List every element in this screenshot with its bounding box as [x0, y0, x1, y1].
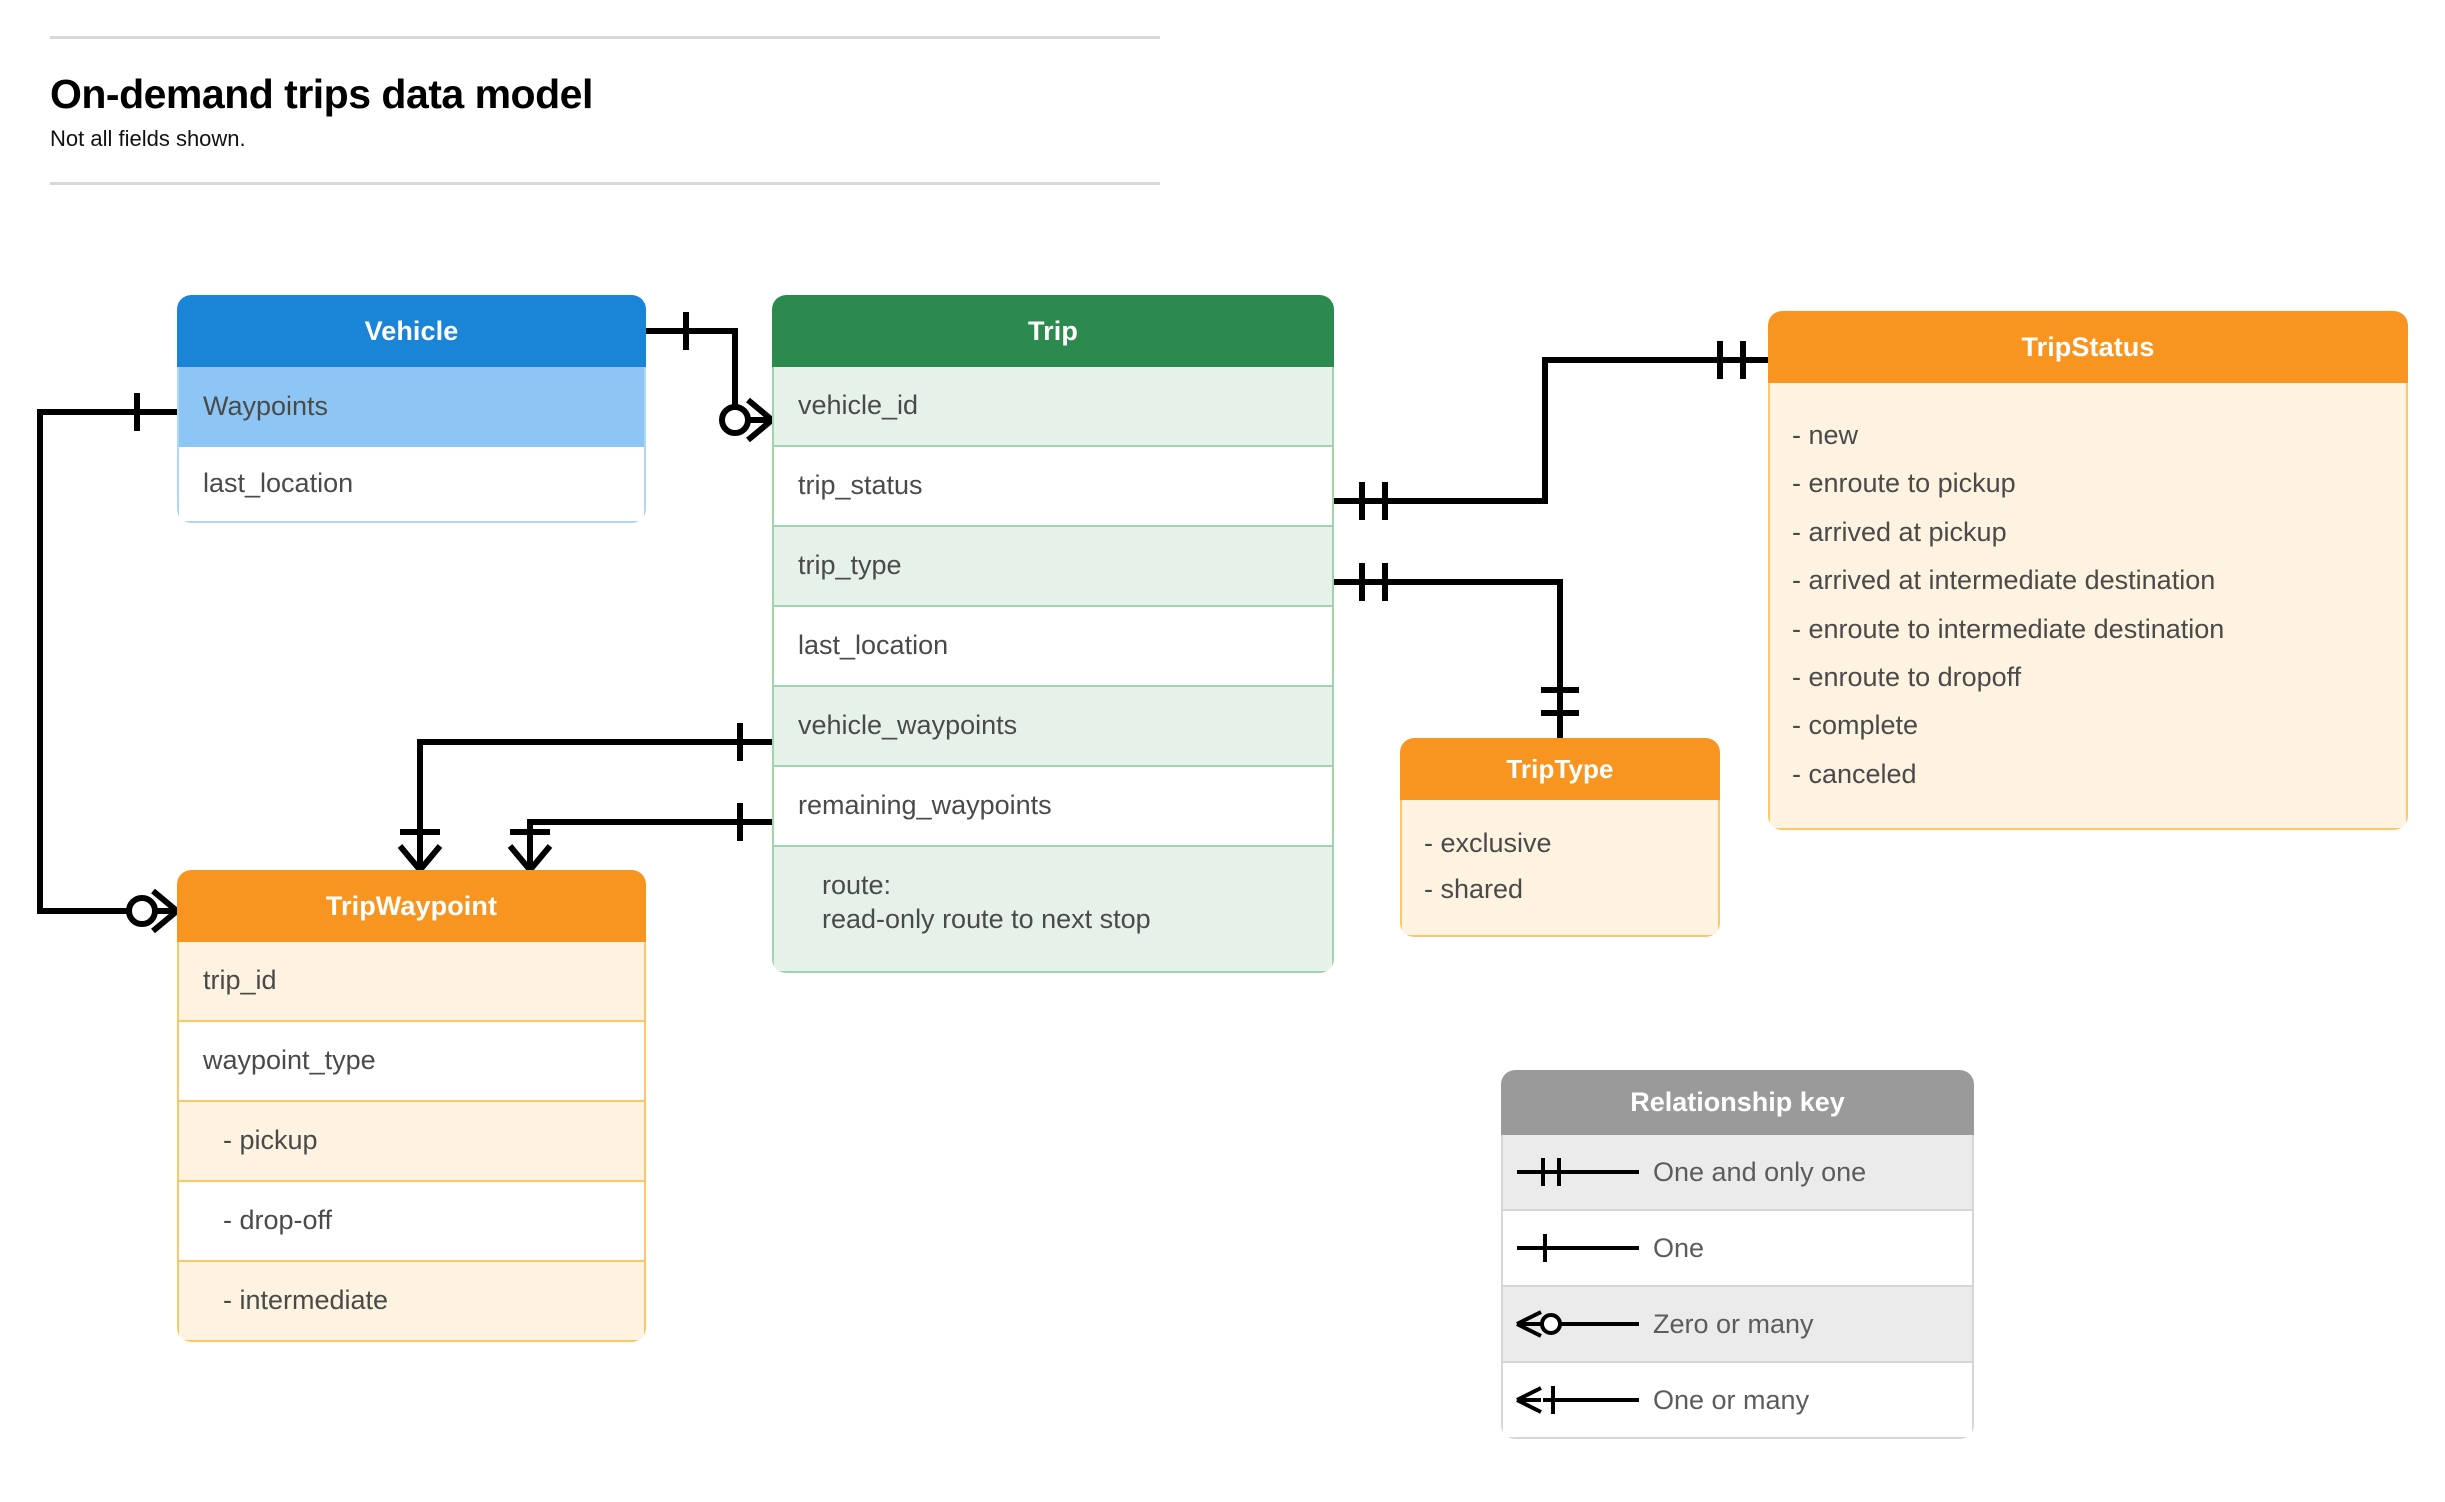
one-icon	[1503, 1228, 1653, 1268]
entity-triptype[interactable]: TripType - exclusive - shared	[1400, 738, 1720, 937]
field-trip-remaining-waypoints[interactable]: remaining_waypoints	[772, 767, 1334, 847]
tripstatus-value-arrived-at-pickup: - arrived at pickup	[1792, 516, 2007, 547]
connector-vehicle-waypoints-to-tripwaypoint	[37, 393, 179, 934]
page-title: On-demand trips data model	[50, 71, 593, 117]
field-tripwaypoint-trip-id[interactable]: trip_id	[177, 942, 646, 1022]
triptype-value-shared: - shared	[1424, 874, 1524, 905]
one-and-only-one-icon	[1503, 1152, 1653, 1192]
tripstatus-value-enroute-to-pickup: - enroute to pickup	[1792, 468, 2016, 499]
tripstatus-value-arrived-at-intermediate-destination: - arrived at intermediate destination	[1792, 565, 2216, 596]
entity-vehicle[interactable]: Vehicle Waypoints last_location	[177, 295, 646, 523]
legend-row-one-and-only-one: One and only one	[1501, 1135, 1974, 1211]
entity-trip-title: Trip	[772, 295, 1334, 367]
field-trip-last-location[interactable]: last_location	[772, 607, 1334, 687]
connector-vehicle-waypoints-field-to-tripwaypoint	[397, 723, 772, 872]
connector-trip-to-triptype	[1334, 563, 1579, 738]
entity-trip[interactable]: Trip vehicle_id trip_status trip_type la…	[772, 295, 1334, 973]
field-vehicle-waypoints[interactable]: Waypoints	[177, 367, 646, 447]
waypoint-type-drop-off: - drop-off	[177, 1182, 646, 1262]
connector-remaining-waypoints-to-tripwaypoint	[507, 803, 772, 872]
legend-title: Relationship key	[1501, 1070, 1974, 1135]
entity-triptype-values: - exclusive - shared	[1400, 800, 1720, 937]
tripstatus-value-new: - new	[1792, 420, 1859, 450]
tripstatus-value-canceled: - canceled	[1792, 758, 1917, 789]
zero-or-many-icon	[1503, 1304, 1653, 1344]
header-top-rule	[50, 36, 1160, 39]
field-trip-trip-type[interactable]: trip_type	[772, 527, 1334, 607]
legend-row-zero-or-many: Zero or many	[1501, 1287, 1974, 1363]
field-trip-vehicle-id[interactable]: vehicle_id	[772, 367, 1334, 447]
tripstatus-value-enroute-to-intermediate-destination: - enroute to intermediate destination	[1792, 613, 2225, 644]
relationship-key-legend[interactable]: Relationship key One and only one One	[1501, 1070, 1974, 1439]
connector-vehicle-to-trip	[646, 312, 774, 443]
field-trip-route-label: route:	[822, 870, 892, 900]
page-subtitle: Not all fields shown.	[50, 126, 246, 152]
connector-trip-to-tripstatus	[1334, 341, 1768, 520]
document-header: On-demand trips data model Not all field…	[50, 36, 1160, 186]
header-body: On-demand trips data model Not all field…	[50, 39, 1160, 182]
entity-tripstatus-title: TripStatus	[1768, 311, 2408, 383]
tripstatus-value-complete: - complete	[1792, 710, 1919, 741]
entity-tripstatus-values: - new - enroute to pickup - arrived at p…	[1768, 383, 2408, 831]
legend-row-one-or-many: One or many	[1501, 1363, 1974, 1439]
entity-vehicle-title: Vehicle	[177, 295, 646, 367]
field-trip-trip-status[interactable]: trip_status	[772, 447, 1334, 527]
entity-tripwaypoint-title: TripWaypoint	[177, 870, 646, 942]
waypoint-type-pickup: - pickup	[177, 1102, 646, 1182]
field-trip-route-description: read-only route to next stop	[822, 903, 1151, 934]
one-or-many-icon	[1503, 1380, 1653, 1420]
field-trip-route[interactable]: route: read-only route to next stop	[772, 847, 1334, 973]
entity-tripwaypoint[interactable]: TripWaypoint trip_id waypoint_type - pic…	[177, 870, 646, 1342]
field-trip-vehicle-waypoints[interactable]: vehicle_waypoints	[772, 687, 1334, 767]
header-bottom-rule	[50, 182, 1160, 186]
triptype-value-exclusive: - exclusive	[1424, 828, 1552, 858]
legend-row-one: One	[1501, 1211, 1974, 1287]
legend-label-zero-or-many: Zero or many	[1653, 1308, 1814, 1339]
entity-tripstatus[interactable]: TripStatus - new - enroute to pickup - a…	[1768, 311, 2408, 831]
legend-label-one-and-only-one: One and only one	[1653, 1156, 1867, 1187]
legend-label-one-or-many: One or many	[1653, 1384, 1810, 1415]
legend-label-one: One	[1653, 1232, 1705, 1263]
field-tripwaypoint-waypoint-type[interactable]: waypoint_type	[177, 1022, 646, 1102]
tripstatus-value-enroute-to-dropoff: - enroute to dropoff	[1792, 661, 2022, 692]
field-vehicle-last-location[interactable]: last_location	[177, 447, 646, 523]
entity-triptype-title: TripType	[1400, 738, 1720, 800]
waypoint-type-intermediate: - intermediate	[177, 1262, 646, 1342]
